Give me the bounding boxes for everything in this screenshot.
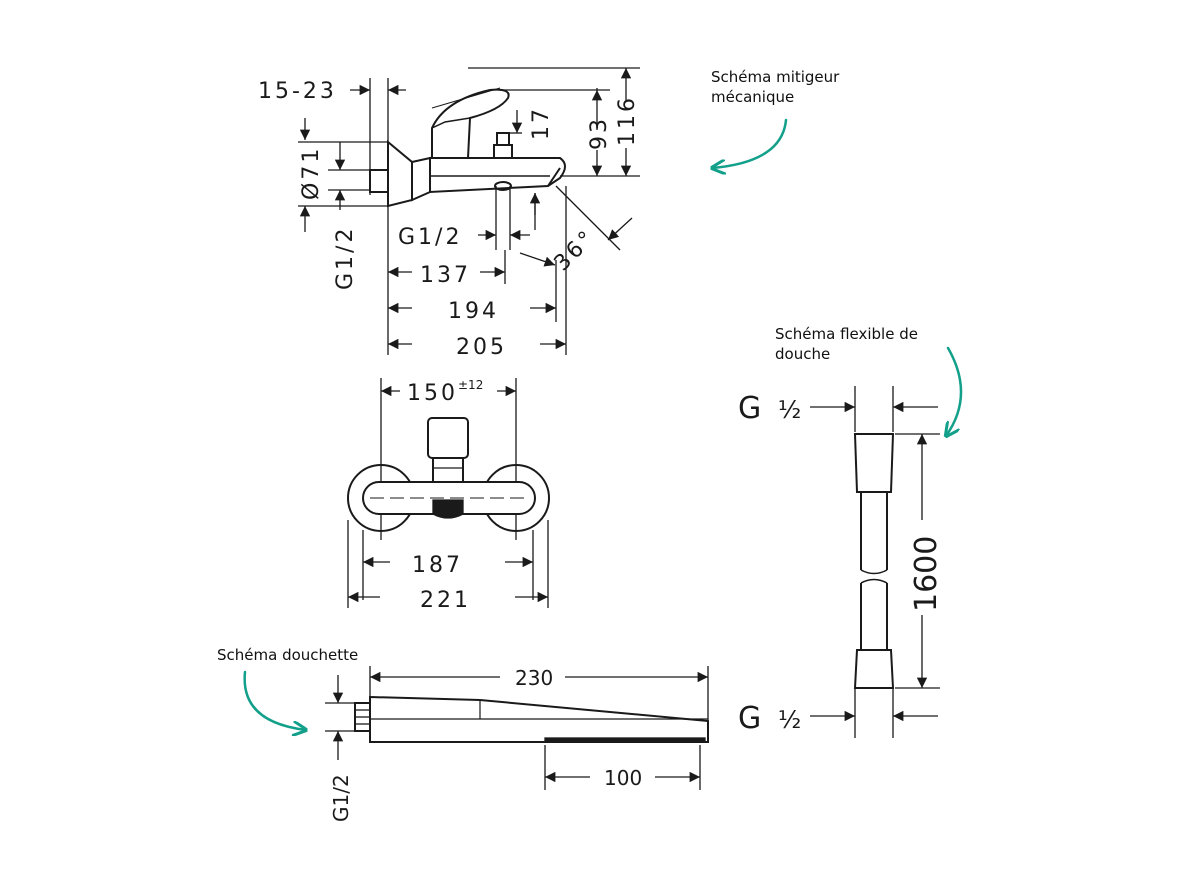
dim-187: 187: [412, 553, 463, 578]
dim-angle-36: 36°: [550, 225, 602, 277]
dim-15-23: 15-23: [258, 79, 337, 104]
handshower-dimensions: 230 100 G1/2: [329, 666, 642, 822]
mixer-front-dimensions: 150 ±12 187 221: [407, 378, 483, 613]
annotation-arrow-mixer: [712, 118, 788, 168]
dim-194: 194: [448, 299, 499, 324]
dim-221: 221: [420, 588, 471, 613]
mixer-side-dimensions: 15-23 17 93 116 Ø71 G1/2 G1/2 36° 137 19…: [258, 79, 640, 360]
dim-116: 116: [615, 95, 640, 146]
label-hose-schema: Schéma flexible de douche: [775, 325, 918, 363]
dim-93: 93: [587, 116, 612, 150]
dim-100: 100: [604, 766, 642, 790]
annotation-arrow-hose: [946, 346, 963, 436]
dim-230: 230: [515, 666, 553, 690]
hose-g-bottom: G: [738, 701, 761, 736]
annotation-arrow-handshower: [243, 670, 306, 730]
dim-150: 150: [407, 381, 458, 406]
dim-205: 205: [456, 335, 507, 360]
hose-g-top: G: [738, 391, 761, 426]
dim-17: 17: [529, 106, 554, 140]
label-mixer-schema: Schéma mitigeur mécanique: [711, 68, 840, 106]
mixer-side-view: [298, 67, 640, 355]
dim-diameter-71: Ø71: [299, 146, 324, 200]
label-handshower-schema: Schéma douchette: [217, 646, 359, 664]
hose-half-top: ½: [778, 396, 801, 424]
mixer-front-view: [347, 378, 550, 608]
hose-half-bottom: ½: [778, 706, 801, 734]
hose-drawing: [810, 386, 940, 738]
dim-150-tolerance: ±12: [458, 378, 483, 392]
dim-g12-handshower: G1/2: [329, 774, 353, 822]
hose-dimensions: G ½ 1600 G ½: [738, 391, 944, 736]
dim-137: 137: [420, 263, 471, 288]
handshower-drawing: [325, 666, 709, 790]
dim-1600: 1600: [909, 536, 944, 612]
dim-g12-outlet: G1/2: [398, 225, 462, 250]
dim-g12-inlet: G1/2: [333, 226, 358, 290]
